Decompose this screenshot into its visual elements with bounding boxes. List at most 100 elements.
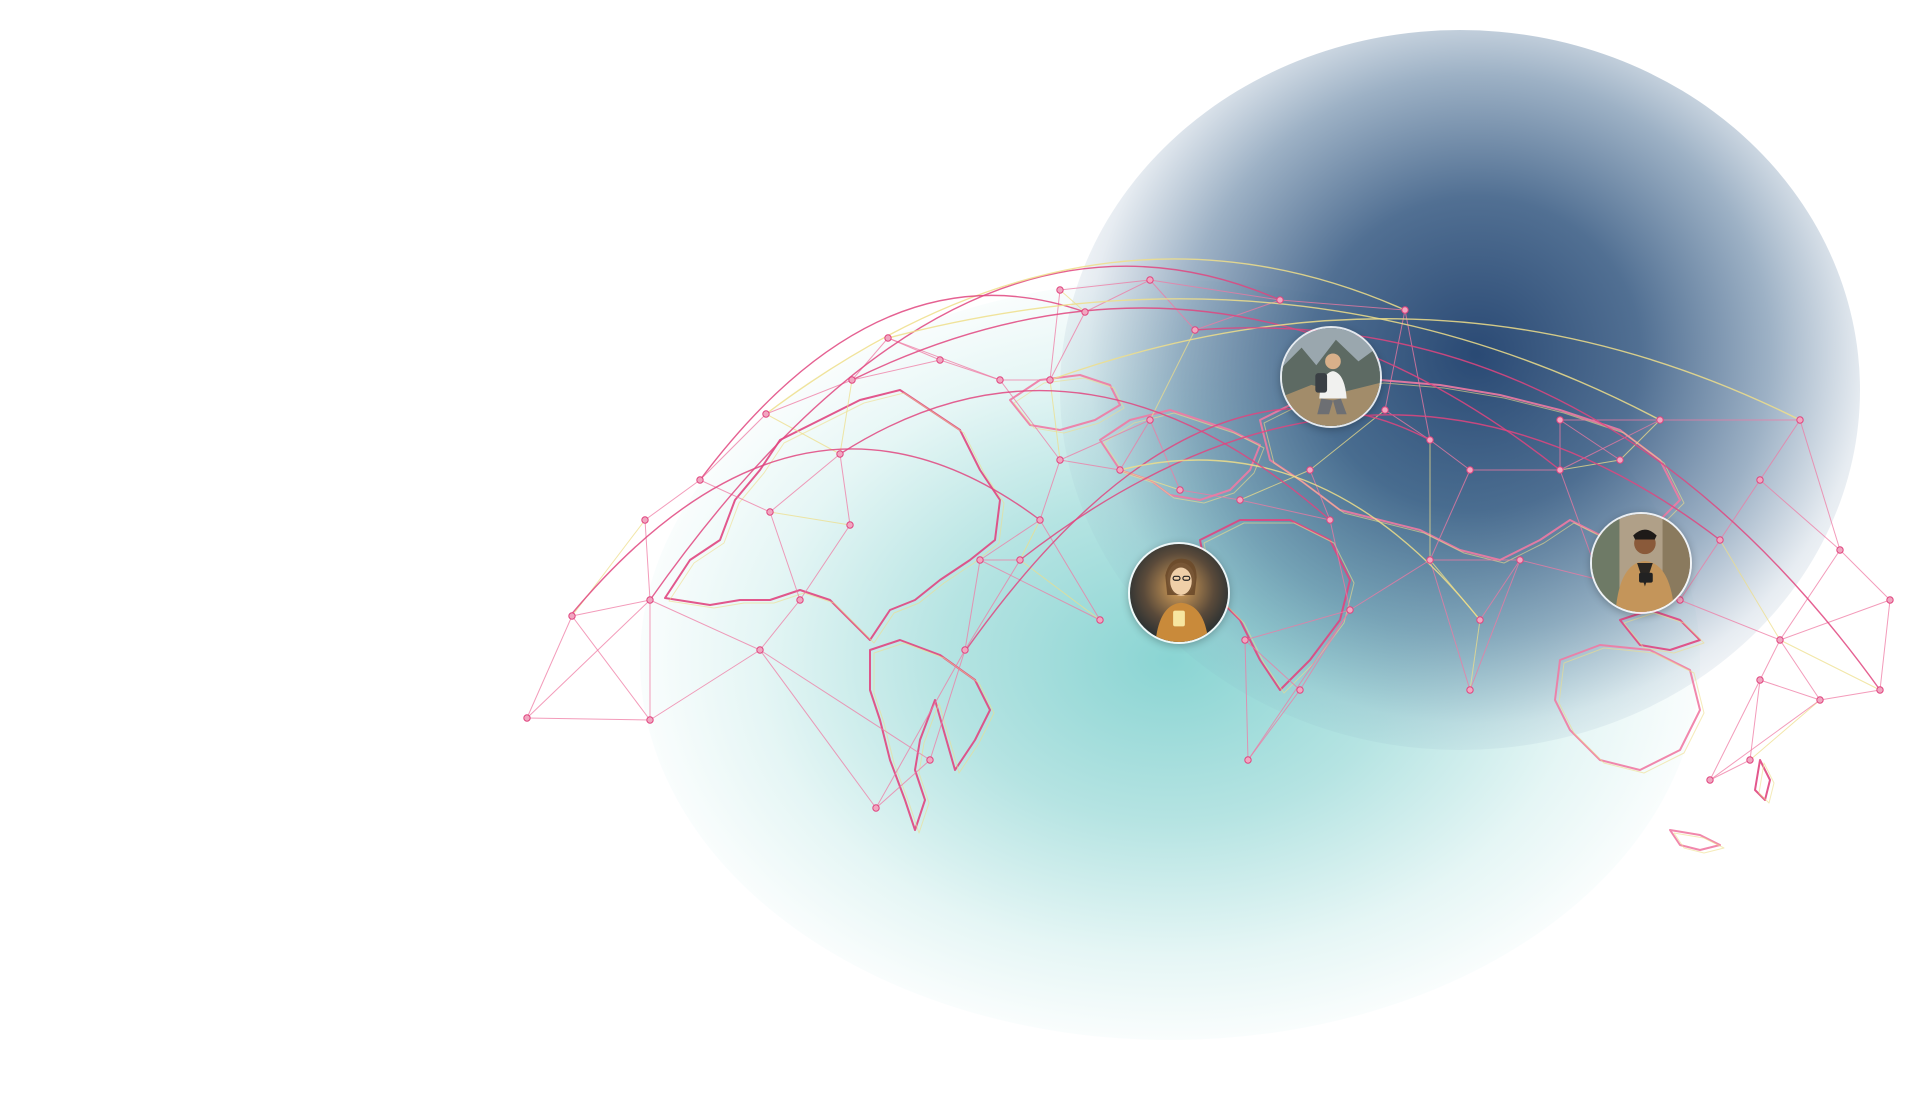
mesh-link xyxy=(526,615,573,719)
network-node xyxy=(926,756,934,764)
mesh-link xyxy=(1019,559,1101,621)
mesh-link xyxy=(1247,689,1301,761)
mesh-link xyxy=(1179,489,1241,501)
connection-arc xyxy=(1019,414,1721,561)
continent-outline-highlight xyxy=(1013,377,1125,434)
mesh-link xyxy=(1709,679,1761,781)
mesh-link xyxy=(1049,289,1061,381)
mesh-link xyxy=(939,359,1001,381)
mesh-link xyxy=(1819,689,1881,701)
mesh-link xyxy=(839,453,851,526)
network-node xyxy=(1381,406,1389,414)
network-node xyxy=(1426,556,1434,564)
mesh-link xyxy=(769,511,801,601)
continent-outline-highlight xyxy=(1758,762,1775,804)
network-node xyxy=(1016,556,1024,564)
mesh-link xyxy=(1149,279,1281,301)
mesh-link xyxy=(1059,459,1121,471)
mesh-link xyxy=(1049,311,1086,381)
network-node xyxy=(1746,756,1754,764)
connection-arc xyxy=(839,389,1331,521)
connection-arcs xyxy=(569,258,1881,691)
man-using-phone-avatar xyxy=(1590,512,1692,614)
network-node xyxy=(1886,596,1894,604)
mesh-link xyxy=(649,599,761,651)
continent-outline-highlight xyxy=(668,392,1005,644)
mesh-link xyxy=(526,717,651,721)
mesh-link xyxy=(1349,559,1431,611)
mesh-link xyxy=(759,649,931,761)
network-node xyxy=(1191,326,1199,334)
network-node xyxy=(1816,696,1824,704)
connection-arc xyxy=(649,265,1281,601)
network-node xyxy=(1056,286,1064,294)
mesh-link xyxy=(759,599,801,651)
network-node xyxy=(796,596,804,604)
mesh-link xyxy=(649,649,761,721)
connection-arc xyxy=(1049,318,1801,421)
network-node xyxy=(1426,436,1434,444)
mesh-link xyxy=(1279,299,1406,311)
network-node xyxy=(1096,616,1104,624)
mesh-link xyxy=(1149,329,1196,421)
mesh-link xyxy=(1559,419,1661,471)
network-node xyxy=(1796,416,1804,424)
mesh-link xyxy=(1749,679,1761,761)
mesh-link xyxy=(1469,559,1521,691)
network-nodes xyxy=(523,276,1894,812)
person-photo-icon xyxy=(1282,328,1380,426)
mesh-link xyxy=(964,559,981,651)
network-node xyxy=(756,646,764,654)
person-photo-icon xyxy=(1130,544,1228,642)
mesh-link xyxy=(699,479,771,513)
mesh-link xyxy=(1779,639,1881,691)
network-node xyxy=(848,376,856,384)
network-node xyxy=(1516,556,1524,564)
network-node xyxy=(1756,676,1764,684)
mesh-link xyxy=(1039,459,1061,521)
mesh-link xyxy=(1429,439,1471,471)
mesh-link xyxy=(1759,479,1841,551)
mesh-link xyxy=(875,649,966,809)
mesh-link xyxy=(1779,599,1891,641)
network-node xyxy=(1556,416,1564,424)
mesh-link xyxy=(644,479,701,521)
network-node xyxy=(762,410,770,418)
connection-mesh xyxy=(526,279,1891,809)
mesh-link xyxy=(571,599,651,617)
network-node xyxy=(1276,296,1284,304)
mesh-link xyxy=(1469,619,1481,691)
network-node xyxy=(1876,686,1884,694)
connection-arc xyxy=(699,294,1086,481)
mesh-link xyxy=(1759,679,1821,701)
network-node xyxy=(1706,776,1714,784)
mesh-link xyxy=(979,519,1041,561)
mesh-link xyxy=(1519,559,1601,581)
mesh-link xyxy=(1429,559,1471,691)
continent-outline xyxy=(1754,759,1771,801)
connection-arc xyxy=(569,448,1041,617)
mesh-link xyxy=(1084,279,1151,313)
mesh-link xyxy=(1779,549,1841,641)
mesh-link xyxy=(929,649,966,761)
mesh-link xyxy=(1404,309,1431,441)
network-node xyxy=(1244,756,1252,764)
mesh-link xyxy=(1019,519,1041,561)
mesh-link xyxy=(1149,419,1181,491)
connection-arc xyxy=(851,307,1561,471)
connection-arc xyxy=(1119,459,1481,621)
continent-outline xyxy=(1554,644,1701,771)
network-node xyxy=(1146,276,1154,284)
mesh-link xyxy=(1759,639,1781,681)
mesh-link xyxy=(526,599,651,719)
mesh-link xyxy=(1619,419,1661,461)
mesh-link xyxy=(1244,639,1249,761)
network-node xyxy=(1056,456,1064,464)
network-node xyxy=(1296,686,1304,694)
network-node xyxy=(1116,466,1124,474)
mesh-link xyxy=(964,559,1021,651)
mesh-link xyxy=(1329,519,1351,611)
network-node xyxy=(996,376,1004,384)
mesh-link xyxy=(1384,309,1406,411)
